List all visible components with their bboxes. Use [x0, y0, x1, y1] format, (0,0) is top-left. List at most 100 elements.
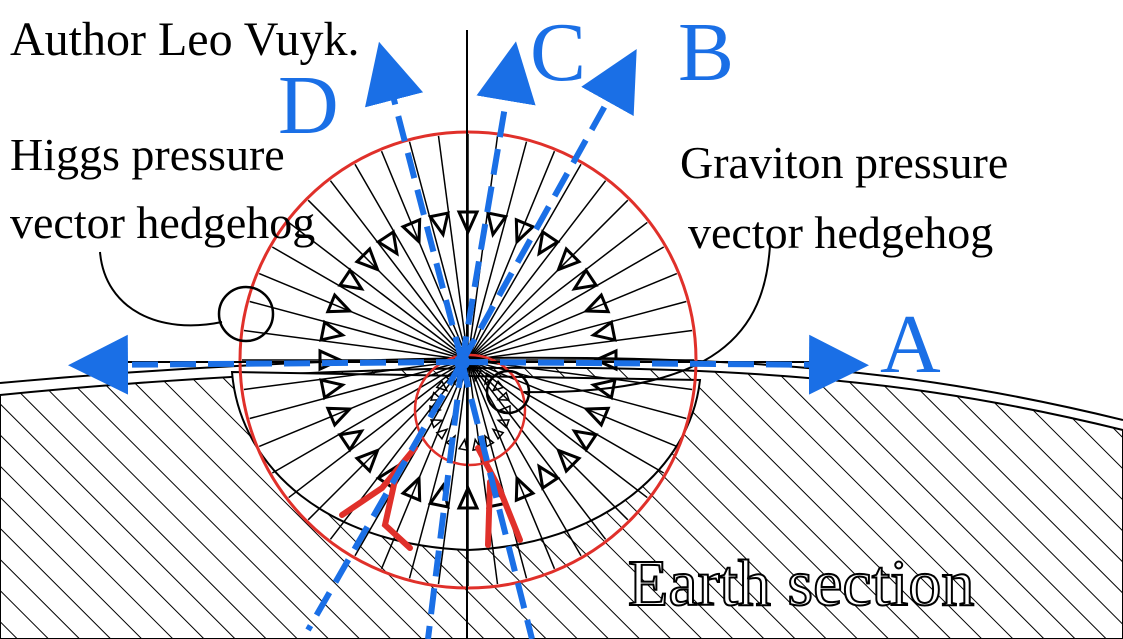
pressure-triangle: [589, 378, 617, 401]
hedgehog-spoke: [467, 300, 687, 361]
hedgehog-spoke: [467, 180, 607, 361]
inner-triangle: [496, 419, 511, 429]
hedgehog-spoke: [467, 329, 693, 361]
pressure-triangle: [537, 463, 561, 491]
hedgehog-spoke: [354, 163, 469, 361]
inner-triangle: [472, 368, 483, 383]
pressure-triangle: [375, 229, 399, 257]
pressure-triangle: [337, 267, 365, 291]
higgs-leader-line: [99, 251, 223, 327]
vector-label-a: A: [880, 298, 941, 391]
pressure-triangle: [555, 246, 582, 273]
hedgehog-spoke: [380, 150, 469, 361]
hedgehog-spoke: [467, 221, 648, 361]
vector-left-arrow: [68, 334, 463, 395]
hedgehog-spoke: [467, 359, 499, 585]
pressure-triangle: [555, 447, 582, 474]
pressure-triangle: [319, 319, 347, 342]
inner-triangle: [435, 379, 449, 393]
hedgehog-spoke: [329, 180, 469, 361]
hedgehog-spoke: [288, 359, 469, 499]
hedgehog-spoke: [307, 359, 469, 521]
vector-down-right-arrow: [459, 361, 535, 639]
higgs-detail-circle: [217, 285, 275, 343]
author-title: Author Leo Vuyk.: [10, 13, 360, 66]
vector-down-left-arrow: [305, 360, 465, 632]
hedgehog-spoke: [307, 199, 469, 361]
inner-red-circle: [413, 353, 527, 467]
pressure-triangle: [337, 429, 365, 453]
pressure-triangle: [514, 217, 536, 246]
pressure-triangle: [571, 267, 599, 291]
inner-triangle: [491, 379, 505, 393]
hedgehog-spoke: [408, 141, 469, 361]
vector-arrows: [68, 41, 869, 639]
inner-triangle: [435, 427, 449, 441]
hedgehog-spoke: [288, 221, 469, 361]
hedgehog-spoke: [271, 359, 469, 474]
inner-triangle: [429, 419, 444, 429]
graviton-label-line1: Graviton pressure: [680, 137, 1008, 188]
pressure-triangle: [427, 211, 450, 239]
higgs-label-line2: vector hedgehog: [10, 197, 315, 248]
inner-triangle: [429, 391, 444, 401]
hedgehog-spoke: [467, 141, 528, 361]
pressure-triangle: [319, 378, 347, 401]
vector-label-d: D: [278, 59, 339, 152]
hedgehog-spoke: [467, 359, 678, 448]
vector-d-arrow: [364, 41, 465, 363]
vector-b-arrow: [459, 49, 637, 364]
inner-triangle: [457, 437, 468, 452]
pressure-triangle: [400, 217, 422, 246]
hedgehog-spoke: [249, 300, 469, 361]
hedgehog-spoke: [408, 359, 469, 579]
inner-triangle: [496, 391, 511, 401]
pressure-triangle: [514, 474, 536, 503]
pressure-triangle: [325, 292, 354, 314]
hedgehog-spoke: [467, 163, 582, 361]
pressure-triangles: [318, 210, 618, 510]
vector-label-c: C: [530, 6, 586, 99]
pressure-triangle: [354, 447, 381, 474]
hedgehog-spoke: [467, 359, 556, 570]
hedgehog-spoke: [467, 246, 665, 361]
hedgehog-spoke: [271, 246, 469, 361]
center-point: [454, 354, 470, 370]
hedgehog-spoke: [354, 359, 469, 557]
hedgehog-spoke: [467, 359, 665, 474]
hedgehog-spoke: [243, 329, 469, 361]
hedgehog-spoke: [467, 359, 528, 579]
hedgehog-spoke: [243, 359, 469, 391]
pressure-triangle: [571, 429, 599, 453]
hedgehog-spoke: [467, 199, 629, 361]
pressure-triangle: [400, 474, 422, 503]
pressure-triangle: [589, 319, 617, 342]
pressure-triangle: [582, 292, 611, 314]
hedgehog-spoke: [467, 359, 607, 540]
pressure-triangle: [537, 229, 561, 257]
inner-triangle: [491, 427, 505, 441]
vector-a-arrow: [461, 334, 869, 395]
inner-triangle: [483, 434, 495, 448]
graviton-label-line2: vector hedgehog: [688, 207, 993, 258]
hedgehog-spoke: [258, 359, 469, 448]
earth-section-label: Earth section: [628, 547, 974, 620]
graviton-leader-line: [523, 244, 771, 394]
pressure-triangle: [592, 348, 618, 372]
hedgehog-spoke: [467, 272, 678, 361]
pressure-triangle: [582, 406, 611, 428]
higgs-label-line1: Higgs pressure: [10, 129, 285, 180]
pressure-triangle: [486, 211, 509, 239]
hedgehog-spoke: [467, 359, 687, 420]
vector-c-arrow: [459, 41, 536, 363]
vector-label-b: B: [678, 6, 734, 99]
graviton-detail-circle: [485, 369, 531, 415]
pressure-triangle: [325, 406, 354, 428]
hedgehog-spoke: [437, 359, 469, 585]
pressure-triangle: [354, 246, 381, 273]
vector-down-mid-arrow: [425, 361, 465, 639]
hedgehog-spoke: [437, 135, 469, 361]
red-funnel-right: [475, 445, 523, 548]
hedgehog-spoke: [258, 272, 469, 361]
